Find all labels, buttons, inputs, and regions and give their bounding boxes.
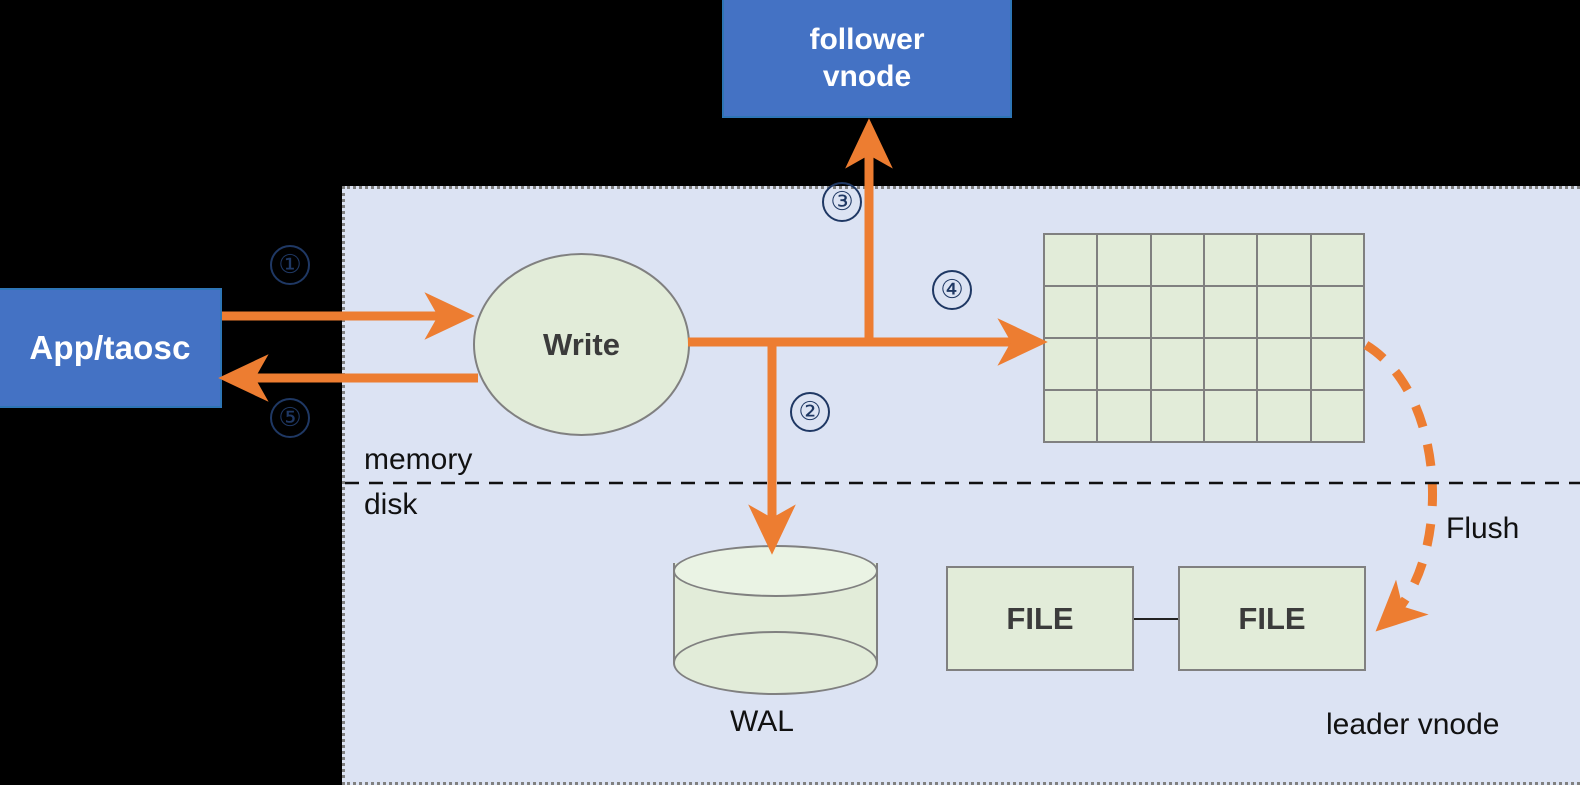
file-box-2: FILE [1178,566,1366,671]
file-connector-line [1134,618,1178,620]
wal-cylinder [673,545,878,695]
wal-cylinder-bottom [673,631,878,695]
leader-vnode-label: leader vnode [1326,708,1500,741]
wal-cylinder-top [673,545,878,597]
follower-label-line2: vnode [822,60,912,93]
memtable-cell [1311,339,1363,389]
memtable-cell [1045,287,1097,337]
step-marker-1: ① [270,245,310,285]
memtable-cell [1204,391,1257,441]
memtable-cell [1098,287,1150,337]
disk-label: disk [364,488,418,521]
wal-label: WAL [730,705,794,738]
memtable-grid [1043,233,1365,443]
memtable-cell [1258,235,1310,285]
step-marker-5: ⑤ [270,398,310,438]
memtable-cell [1311,235,1363,285]
memtable-cell [1204,235,1257,285]
memtable-cell [1204,339,1257,389]
memtable-cell [1311,287,1363,337]
follower-vnode-box: follower vnode [722,0,1012,118]
memtable-cell [1045,391,1097,441]
memtable-cell [1258,287,1310,337]
memtable-cell [1151,235,1203,285]
step-marker-2: ② [790,392,830,432]
write-node: Write [473,253,690,436]
memory-label: memory [364,443,473,476]
memtable-cell [1098,339,1150,389]
step-marker-4: ④ [932,270,972,310]
memtable-cell [1098,391,1150,441]
memtable-cell [1204,287,1257,337]
flush-label: Flush [1446,512,1520,545]
arrow-flush-to-file [1363,341,1437,632]
app-taosc-box: App/taosc [0,288,222,408]
memtable-cell [1045,235,1097,285]
memtable-cell [1151,391,1203,441]
follower-label-line1: follower [809,22,925,56]
memtable-cell [1098,235,1150,285]
memtable-cell [1258,339,1310,389]
memtable-cell [1311,391,1363,441]
memtable-cell [1151,339,1203,389]
memtable-cell [1151,287,1203,337]
memtable-cell [1258,391,1310,441]
file-box-1: FILE [946,566,1134,671]
memtable-cell [1045,339,1097,389]
step-marker-3: ③ [822,182,862,222]
